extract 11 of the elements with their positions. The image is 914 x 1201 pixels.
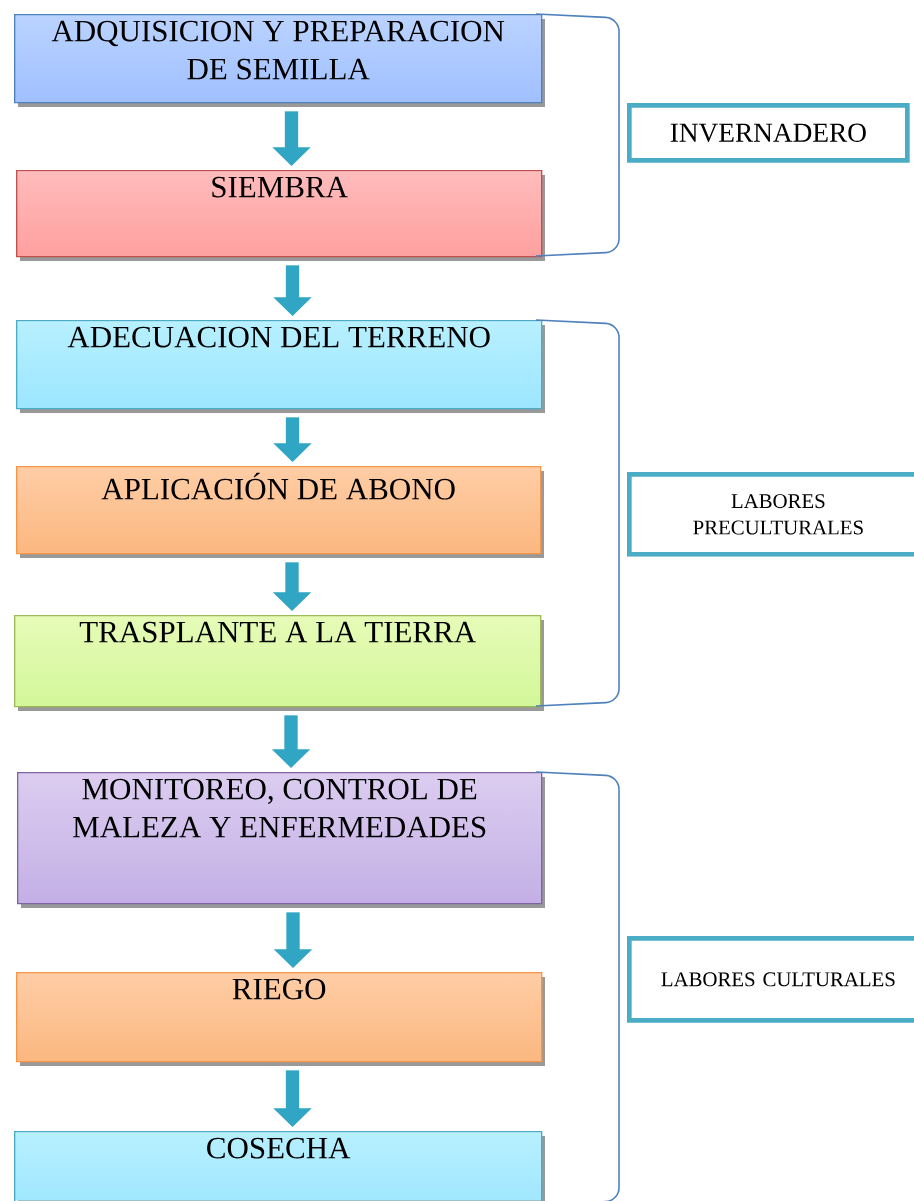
process-box: RIEGO: [16, 972, 545, 1066]
process-box: ADECUACION DEL TERRENO: [16, 320, 545, 413]
process-box: MONITOREO, CONTROL DE MALEZA Y ENFERMEDADES: [17, 772, 545, 908]
label-box: LABORES CULTURALES: [627, 936, 914, 1023]
process-box: COSECHA: [14, 1131, 545, 1201]
process-box: SIEMBRA: [16, 170, 545, 261]
process-box: ADQUISICION Y PREPARACION DE SEMILLA: [14, 14, 545, 107]
process-box: TRASPLANTE A LA TIERRA: [14, 615, 544, 711]
process-box: APLICACIÓN DE ABONO: [16, 466, 544, 558]
label-box: LABORES PRECULTURALES: [627, 472, 914, 557]
label-box: INVERNADERO: [627, 103, 910, 163]
